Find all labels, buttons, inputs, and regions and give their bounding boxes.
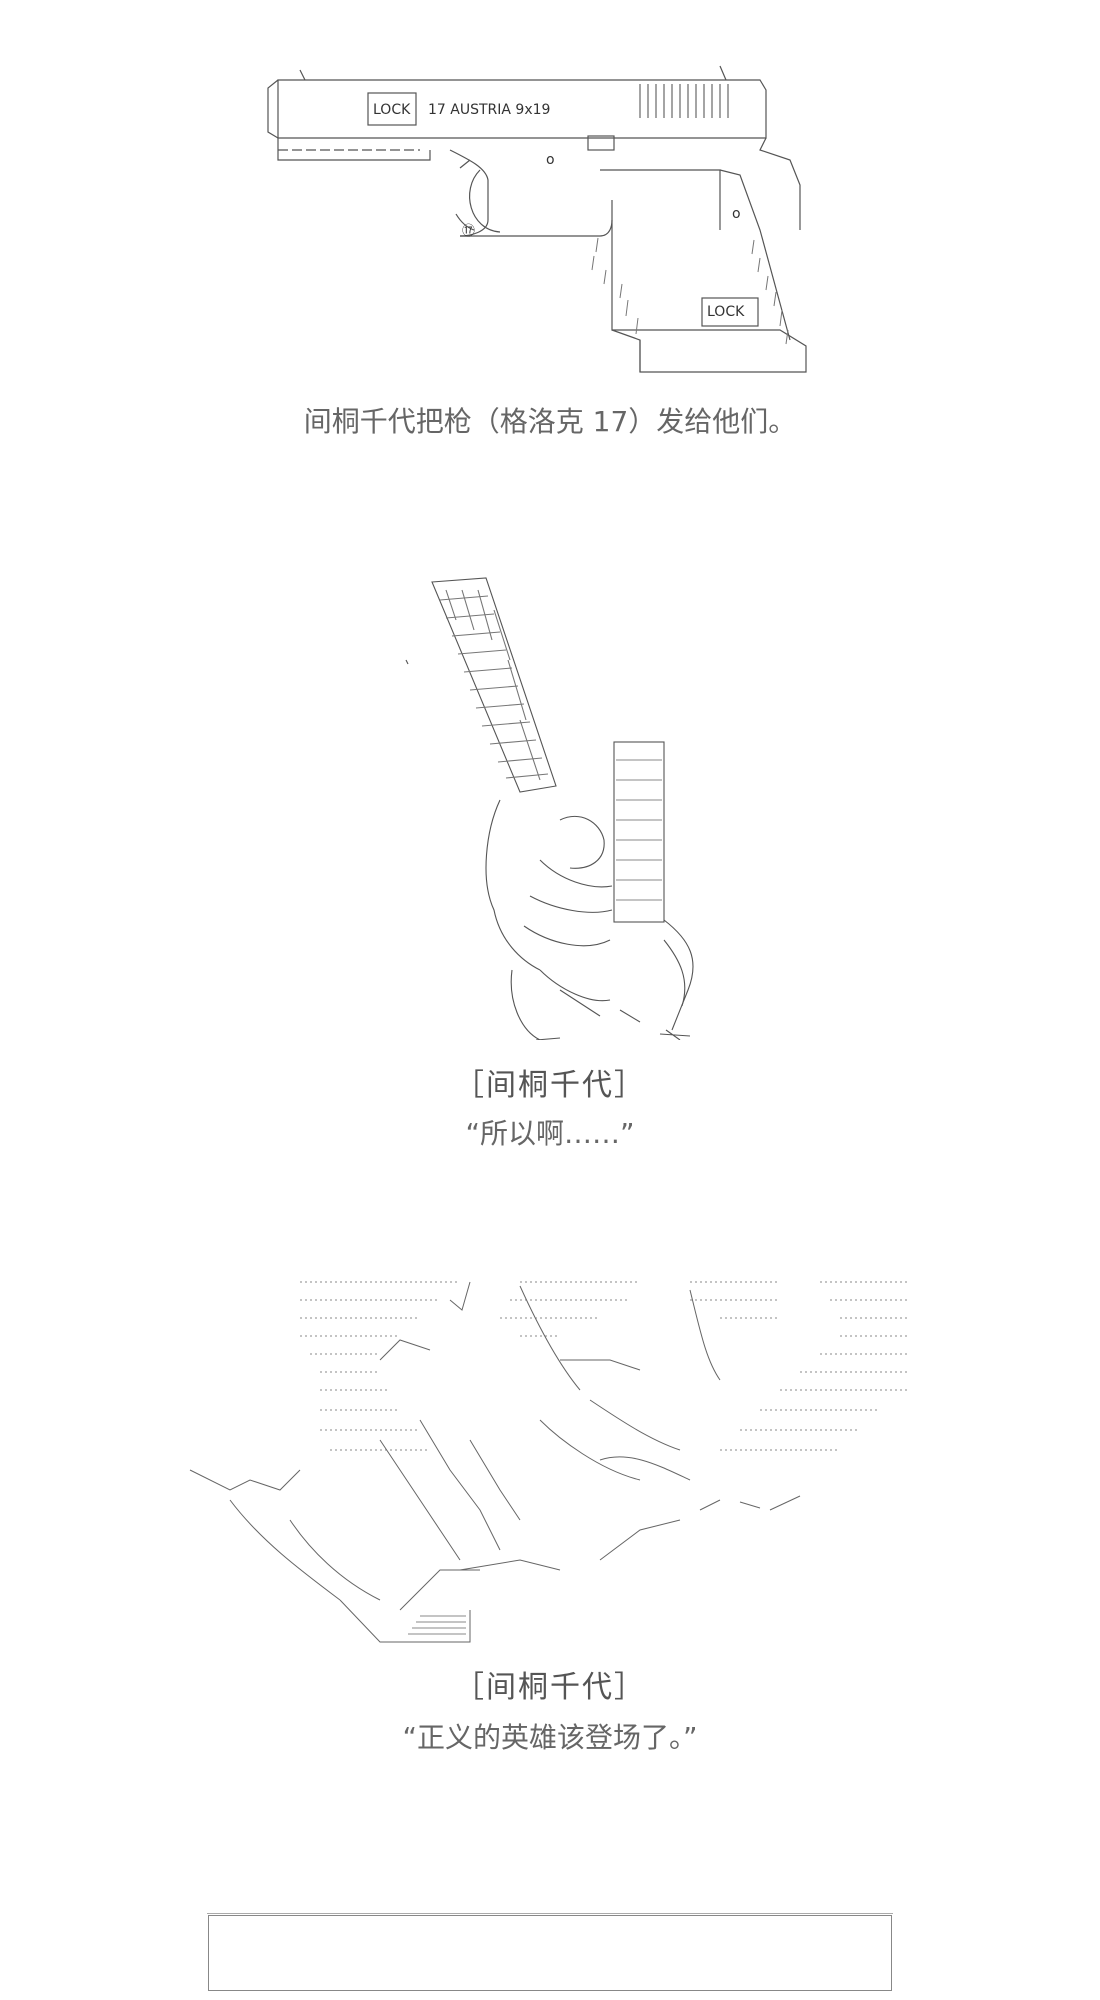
pistol-art <box>267 65 807 373</box>
dialog-line: “所以啊……” <box>465 1117 635 1150</box>
grip-detail: o <box>732 206 741 222</box>
speaker-name: ［间桐千代］ <box>454 1670 646 1705</box>
narration-text: 间桐千代把枪（格洛克 17）发给他们。 <box>303 405 797 438</box>
speaker-name: ［间桐千代］ <box>454 1068 646 1103</box>
panel-gun: LOCK 17 AUSTRIA 9x19 LOCK ⑰ o o 间桐千代把枪（格… <box>0 0 1100 440</box>
frame-mark: ⑰ <box>462 224 476 239</box>
slide-lock-label: LOCK <box>373 102 411 118</box>
panel-hand-raise: ［间桐千代］ “所以啊……” <box>0 560 1100 1150</box>
empty-panel-frame <box>207 1913 893 1991</box>
slide-detail: o <box>546 152 555 168</box>
hero-face-art <box>189 1281 910 1643</box>
slide-model-text: 17 AUSTRIA 9x19 <box>428 102 551 118</box>
dialog-line: “正义的英雄该登场了。” <box>402 1721 698 1754</box>
panel-hero: ［间桐千代］ “正义的英雄该登场了。” <box>0 1270 1100 1810</box>
grip-lock-label: LOCK <box>707 304 745 320</box>
hand-gun-art <box>405 577 694 1040</box>
